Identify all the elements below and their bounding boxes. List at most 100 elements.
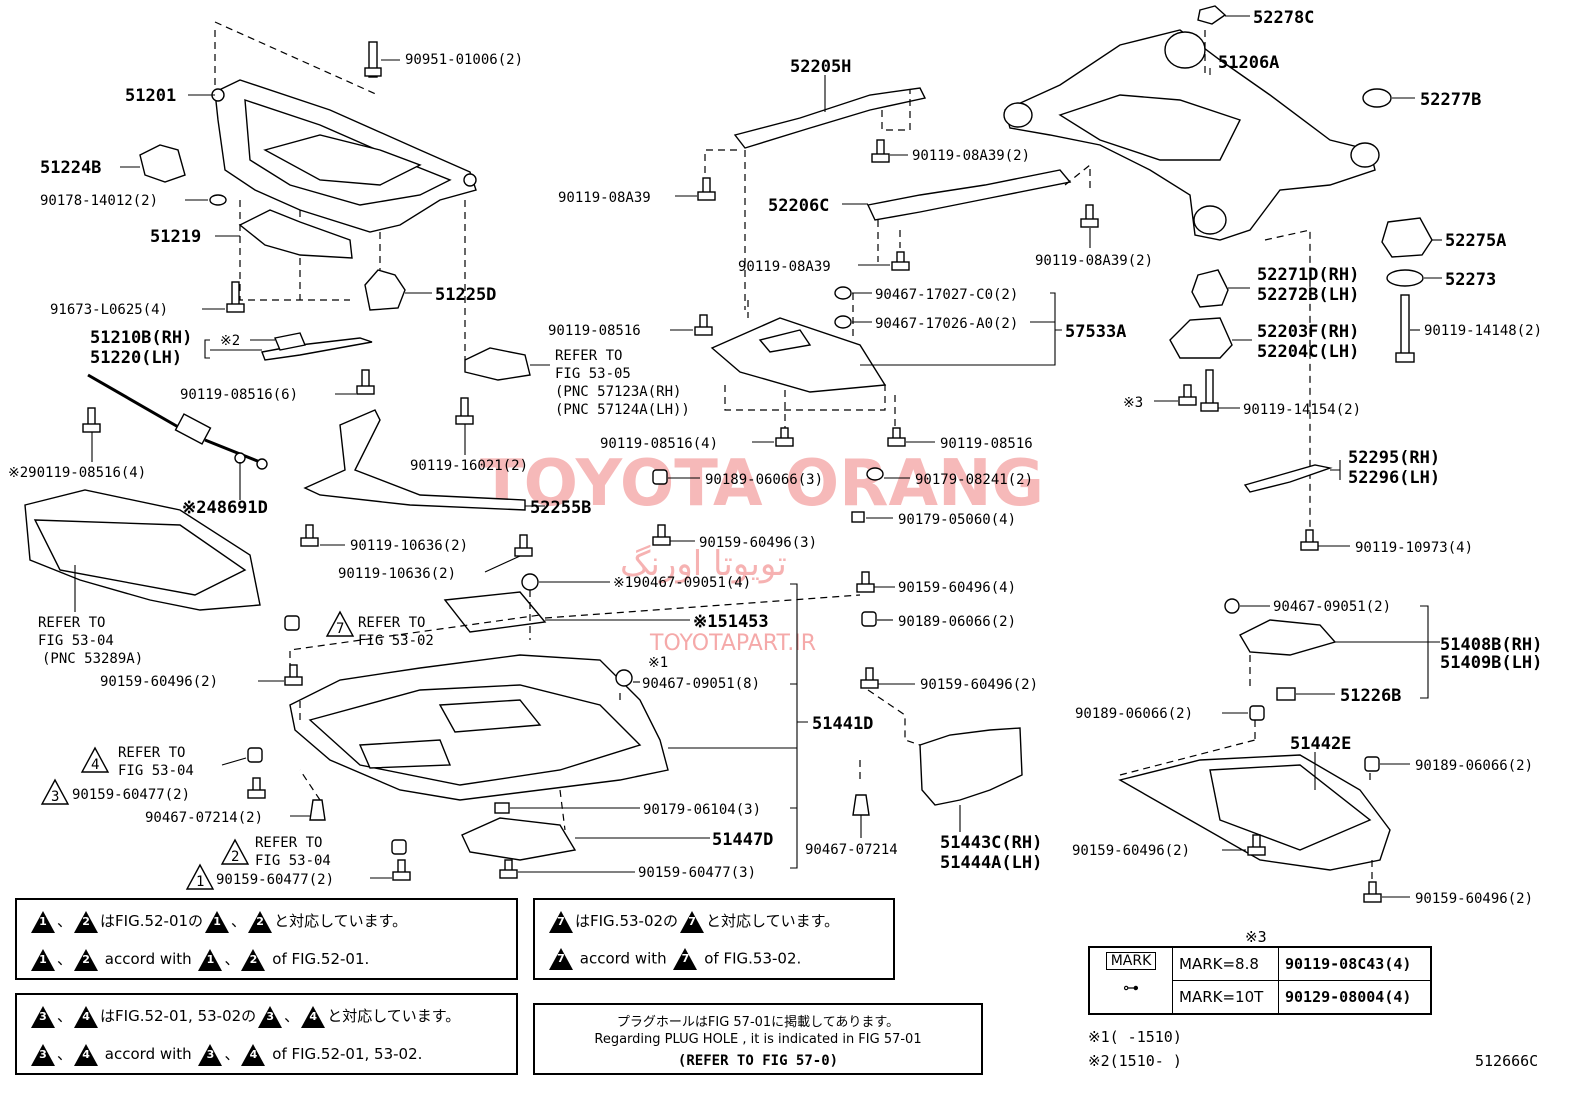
label-51408B: 51408B(RH) <box>1440 635 1542 655</box>
mark-table-title: ※3 <box>1245 928 1267 946</box>
note-box-4-line-3: (REFER TO FIG 57-0) <box>677 1053 839 1069</box>
svg-text:7: 7 <box>336 621 344 637</box>
label-90119-08A39-r1: 90119-08A39(2) <box>912 148 1030 164</box>
clip-90189-06066-2rr <box>1364 756 1380 772</box>
label-51219: 51219 <box>150 227 201 247</box>
clip-refer-5304-4 <box>247 747 263 763</box>
note-box-1-line-2: 1、2 accord with 1、2 of FIG.52-01. <box>29 948 369 971</box>
bolt-90159-60496-2m <box>860 667 879 689</box>
label-90119-16021: 90119-16021(2) <box>410 458 528 474</box>
label-90119-08516-r: 90119-08516 <box>940 436 1033 452</box>
label-90189-06066-2: 90189-06066(2) <box>898 614 1016 630</box>
triangle-1: 1 <box>185 863 215 890</box>
part-51447D <box>461 817 577 861</box>
label-51447D: 51447D <box>712 830 773 850</box>
mark-row1-part: 90119-08C43(4) <box>1278 946 1432 981</box>
label-refer-5305-a: REFER TO <box>555 348 622 364</box>
label-91673-L0625: 91673-L0625(4) <box>50 302 168 318</box>
watermark-url: TOYOTAPART.IR <box>649 631 816 656</box>
triangle-4: 4 <box>80 746 110 773</box>
label-refer-5304-2b: FIG 53-04 <box>255 853 331 869</box>
part-52271D <box>1191 269 1229 308</box>
label-90178-14012: 90178-14012(2) <box>40 193 158 209</box>
clip-refer-5302 <box>284 615 300 631</box>
label-refer-5302-b: FIG 53-02 <box>358 633 434 649</box>
label-90119-08A39-r2: 90119-08A39(2) <box>1035 253 1153 269</box>
label-90159-60496-2rr: 90159-60496(2) <box>1415 891 1533 907</box>
clip-90189-06066-a <box>652 469 668 485</box>
label-51441D: 51441D <box>812 714 873 734</box>
part-52275A <box>1381 217 1433 258</box>
label-90119-10636-b: 90119-10636(2) <box>338 566 456 582</box>
label-90159-60496-2m: 90159-60496(2) <box>920 677 1038 693</box>
label-90159-60496-2r: 90159-60496(2) <box>1072 843 1190 859</box>
clip-90467-07214-mid <box>852 794 870 816</box>
label-51210B: 51210B(RH) <box>90 328 192 348</box>
label-90189-06066-2r: 90189-06066(2) <box>1075 706 1193 722</box>
bolt-90119-10636-b <box>514 534 533 557</box>
bolt-90159-60496-3 <box>652 524 671 546</box>
label-51224B: 51224B <box>40 158 101 178</box>
label-90467-09051-2: 90467-09051(2) <box>1273 599 1391 615</box>
part-52295 <box>1243 464 1333 493</box>
label-90179-06104: 90179-06104(3) <box>643 802 761 818</box>
bolt-90119-08A39-r2 <box>1080 204 1099 228</box>
triangle-2: 2 <box>220 838 250 865</box>
label-90951-01006: 90951-01006(2) <box>405 52 523 68</box>
bolt-90119-08516-mid <box>694 314 713 336</box>
label-90467-09051-8: 90467-09051(8) <box>642 676 760 692</box>
label-52296: 52296(LH) <box>1348 468 1440 488</box>
label-51409B: 51409B(LH) <box>1440 653 1542 673</box>
mark-row2-mark: MARK=10T <box>1172 980 1279 1015</box>
label-refer-5304-4b: FIG 53-04 <box>118 763 194 779</box>
label-90467-17026: 90467-17026-A0(2) <box>875 316 1018 332</box>
label-51226B: 51226B <box>1340 686 1401 706</box>
svg-text:2: 2 <box>231 849 239 865</box>
part-52203F <box>1169 317 1233 359</box>
bolt-90159-60477-3 <box>247 777 266 799</box>
part-52205H-brace <box>733 87 927 149</box>
label-90159-60477-mid: 90159-60477(3) <box>638 865 756 881</box>
label-90159-60496-3: 90159-60496(3) <box>699 535 817 551</box>
label-refer-5305-d: (PNC 57124A(LH)) <box>555 402 690 418</box>
part-51408B <box>1239 619 1337 656</box>
bolt-90119-08A39-r1 <box>871 139 890 163</box>
footnote-2: ※2(1510- ) <box>1088 1052 1182 1070</box>
diagram-code: 512666C <box>1475 1052 1539 1070</box>
note-box-4-line-1: プラグホールはFIG 57-01に掲載してあります。 <box>616 1015 900 1030</box>
bolt-90119-08516-4-left <box>82 407 101 433</box>
part-51224B <box>139 144 186 183</box>
label-90467-07214-mid: 90467-07214 <box>805 842 898 858</box>
label-90119-08516-4: 90119-08516(4) <box>600 436 718 452</box>
label-90119-14148: 90119-14148(2) <box>1424 323 1542 339</box>
part-57533A-plate <box>710 286 887 393</box>
label-90119-08516-6: 90119-08516(6) <box>180 387 298 403</box>
label-90467-09051-4: ※190467-09051(4) <box>613 575 751 591</box>
label-90119-10636-a: 90119-10636(2) <box>350 538 468 554</box>
watermark-text: TOYOTA ORANG <box>480 447 1044 521</box>
label-52278C: 52278C <box>1253 8 1314 28</box>
bolt-90119-10636-a <box>300 524 319 547</box>
clip-90467-07214-left <box>309 799 326 821</box>
note-box-4-line-2: Regarding PLUG HOLE , it is indicated in… <box>594 1032 922 1047</box>
label-90467-17027: 90467-17027-C0(2) <box>875 287 1018 303</box>
svg-text:3: 3 <box>51 789 59 805</box>
bolt-90159-60496-4 <box>856 571 875 593</box>
label-90159-60477-3: 90159-60477(2) <box>72 787 190 803</box>
label-90119-08A39-l1: 90119-08A39 <box>558 190 651 206</box>
label-51443C: 51443C(RH) <box>940 833 1042 853</box>
label-90159-60477-1: 90159-60477(2) <box>216 872 334 888</box>
bolt-90951 <box>364 41 382 78</box>
mark-row1-mark: MARK=8.8 <box>1172 946 1279 981</box>
label-90189-06066-3: 90189-06066(3) <box>705 472 823 488</box>
clip-90189-06066-2 <box>861 611 877 627</box>
part-51442E-undercover <box>1118 754 1391 871</box>
part-51453 <box>443 591 547 633</box>
label-52205H: 52205H <box>790 57 851 77</box>
rear-subframe-illustration <box>1003 29 1380 241</box>
label-mark1: ※1 <box>648 655 668 671</box>
label-90119-08516-4-left: ※290119-08516(4) <box>8 465 146 481</box>
